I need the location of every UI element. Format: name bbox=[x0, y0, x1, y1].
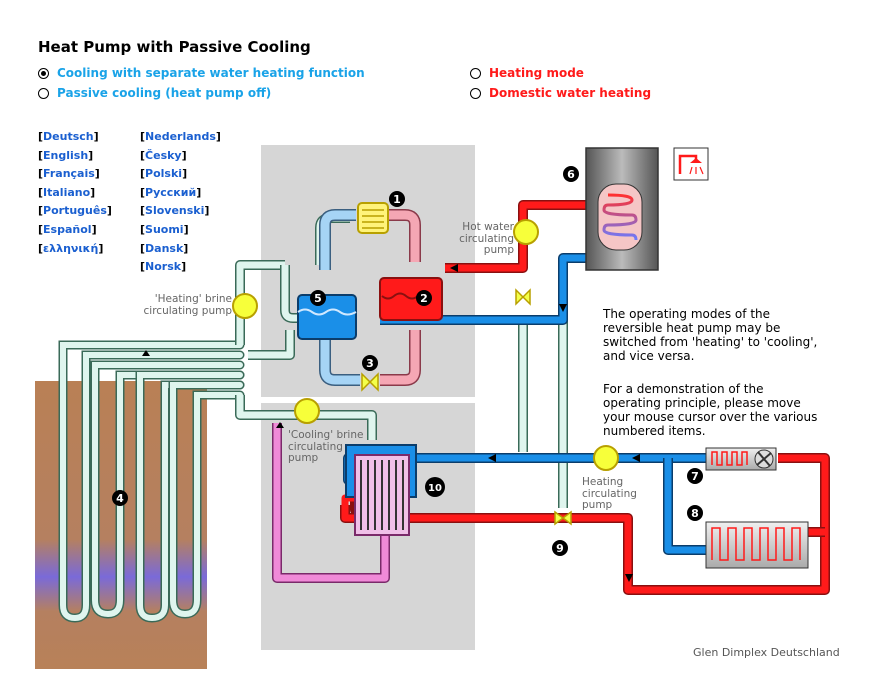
option-domestic-water[interactable]: Domestic water heating bbox=[470, 86, 651, 100]
marker-6[interactable]: 6 bbox=[563, 166, 579, 182]
marker-9[interactable]: 9 bbox=[552, 540, 568, 556]
cooling-brine-return bbox=[272, 423, 390, 583]
credit-text: Glen Dimplex Deutschland bbox=[693, 646, 840, 659]
valve-icon[interactable] bbox=[515, 288, 531, 306]
language-list-1: [Deutsch] [English] [Français] [Italiano… bbox=[38, 128, 112, 258]
svg-text:5: 5 bbox=[314, 292, 322, 305]
language-list-2: [Nederlands] [Česky] [Polski] [Русский] … bbox=[140, 128, 221, 277]
heat-pump-panel bbox=[261, 145, 475, 397]
marker-10[interactable]: 10 bbox=[425, 477, 445, 497]
marker-3[interactable]: 3 bbox=[362, 355, 378, 371]
language-link[interactable]: [Español] bbox=[38, 222, 97, 236]
language-link[interactable]: [Suomi] bbox=[140, 222, 189, 236]
option-label: Cooling with separate water heating func… bbox=[57, 66, 365, 80]
radio-icon[interactable] bbox=[470, 87, 481, 99]
marker-4[interactable]: 4 bbox=[112, 490, 128, 506]
marker-2[interactable]: 2 bbox=[416, 290, 432, 306]
svg-text:3: 3 bbox=[366, 357, 374, 370]
language-link[interactable]: [Norsk] bbox=[140, 260, 187, 274]
marker-8[interactable]: 8 bbox=[687, 505, 703, 521]
cooling-brine-pump-icon[interactable] bbox=[294, 398, 320, 424]
language-link[interactable]: [English] bbox=[38, 148, 94, 162]
page-title: Heat Pump with Passive Cooling bbox=[38, 38, 311, 56]
flow-arrows bbox=[142, 264, 640, 582]
marker-5[interactable]: 5 bbox=[310, 290, 326, 306]
option-label: Passive cooling (heat pump off) bbox=[57, 86, 272, 100]
option-label: Domestic water heating bbox=[489, 86, 652, 100]
language-link[interactable]: [Polski] bbox=[140, 167, 188, 181]
language-link[interactable]: [Nederlands] bbox=[140, 130, 221, 143]
numbered-markers: 1 2 3 4 5 6 7 8 9 10 bbox=[112, 166, 703, 556]
language-link[interactable]: [Français] bbox=[38, 167, 100, 181]
heating-brine-pump-icon[interactable] bbox=[232, 293, 258, 319]
svg-text:9: 9 bbox=[556, 542, 564, 555]
svg-text:1: 1 bbox=[393, 193, 401, 206]
option-passive-cooling[interactable]: Passive cooling (heat pump off) bbox=[38, 86, 271, 100]
option-heating-mode[interactable]: Heating mode bbox=[470, 66, 584, 80]
language-link[interactable]: [Русский] bbox=[140, 185, 202, 199]
language-link[interactable]: [Dansk] bbox=[140, 241, 189, 255]
expansion-valve[interactable] bbox=[361, 372, 379, 392]
language-link[interactable]: [Deutsch] bbox=[38, 130, 99, 143]
three-way-valve[interactable] bbox=[554, 510, 572, 526]
marker-7[interactable]: 7 bbox=[687, 468, 703, 484]
svg-text:8: 8 bbox=[691, 507, 699, 520]
svg-text:10: 10 bbox=[428, 483, 442, 494]
language-link[interactable]: [ελληνική] bbox=[38, 241, 104, 255]
evaporator[interactable] bbox=[297, 294, 357, 340]
option-cooling-separate-water[interactable]: Cooling with separate water heating func… bbox=[38, 66, 365, 80]
radio-selected-icon[interactable] bbox=[38, 67, 49, 79]
language-link[interactable]: [Italiano] bbox=[38, 185, 96, 199]
marker-1[interactable]: 1 bbox=[389, 191, 405, 207]
refrigerant-loop bbox=[319, 209, 421, 386]
svg-text:7: 7 bbox=[691, 470, 699, 483]
svg-text:6: 6 bbox=[567, 168, 575, 181]
language-link[interactable]: [Česky] bbox=[140, 148, 187, 162]
radio-icon[interactable] bbox=[38, 87, 49, 99]
radio-icon[interactable] bbox=[470, 67, 481, 79]
hot-water-pump-icon[interactable] bbox=[513, 219, 539, 245]
heating-pump-icon[interactable] bbox=[593, 445, 619, 471]
language-link[interactable]: [Português] bbox=[38, 204, 112, 218]
option-label: Heating mode bbox=[489, 66, 584, 80]
svg-text:4: 4 bbox=[116, 492, 124, 505]
svg-text:2: 2 bbox=[420, 292, 428, 305]
pumps bbox=[232, 219, 619, 471]
language-link[interactable]: [Slovenski] bbox=[140, 204, 210, 218]
ground-probes bbox=[58, 340, 245, 623]
